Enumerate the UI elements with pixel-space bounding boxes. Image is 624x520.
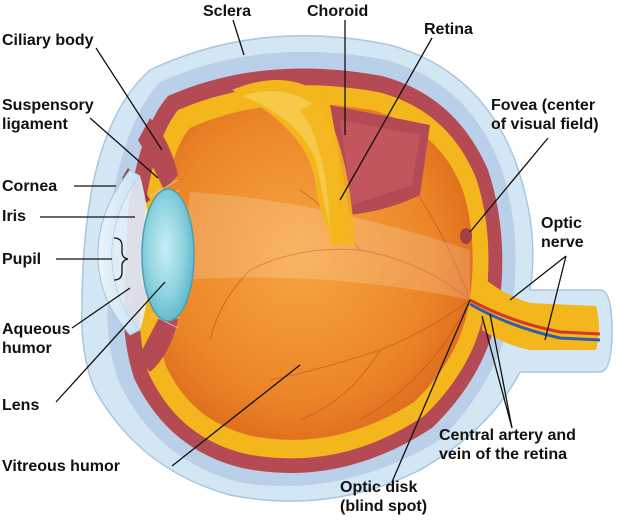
label-optic-nerve-line1: Optic [541, 215, 582, 232]
leader-lines [40, 19, 567, 483]
central-vein [469, 302, 601, 342]
label-suspensory-ligament-line1: Suspensory [2, 97, 94, 114]
lens-shape [141, 188, 195, 322]
ciliary-body-bottom [138, 308, 178, 372]
anterior-chamber [112, 176, 150, 330]
pupil-bracket [113, 237, 129, 281]
peeled-flap-texture [340, 120, 420, 205]
label-sclera: Sclera [203, 3, 252, 20]
section-plane [180, 192, 470, 300]
label-suspensory-ligament: Suspensory ligament [2, 96, 94, 134]
label-optic-disk: Optic disk (blind spot) [340, 478, 427, 516]
label-fovea: Fovea (center of visual field) [491, 96, 599, 134]
label-pupil: Pupil [2, 251, 42, 268]
label-fovea-line2: of visual field) [491, 116, 599, 133]
label-aqueous-humor: Aqueous humor [2, 320, 70, 358]
label-ciliary-body: Ciliary body [2, 32, 94, 49]
label-fovea-line1: Fovea (center [491, 97, 596, 114]
label-optic-disk-line1: Optic disk [340, 479, 418, 496]
label-optic-disk-line2: (blind spot) [340, 498, 428, 515]
label-choroid: Choroid [307, 3, 369, 20]
fovea-mark [460, 228, 472, 244]
label-optic-nerve: Optic nerve [541, 214, 584, 252]
label-aqueous-humor-line2: humor [2, 340, 52, 357]
label-central-artery-vein-line2: vein of the retina [439, 446, 568, 463]
label-central-artery-vein-line1: Central artery and [439, 427, 576, 444]
label-iris: Iris [2, 208, 27, 225]
central-artery [469, 298, 601, 336]
label-optic-nerve-line2: nerve [541, 234, 584, 251]
label-cornea: Cornea [2, 178, 58, 195]
label-lens: Lens [2, 397, 40, 414]
label-retina: Retina [424, 21, 473, 38]
label-suspensory-ligament-line2: ligament [2, 116, 68, 133]
label-vitreous-humor: Vitreous humor [2, 458, 120, 475]
label-aqueous-humor-line1: Aqueous [2, 321, 71, 338]
label-central-artery-vein: Central artery and vein of the retina [439, 426, 576, 464]
ciliary-body-top [138, 118, 178, 190]
